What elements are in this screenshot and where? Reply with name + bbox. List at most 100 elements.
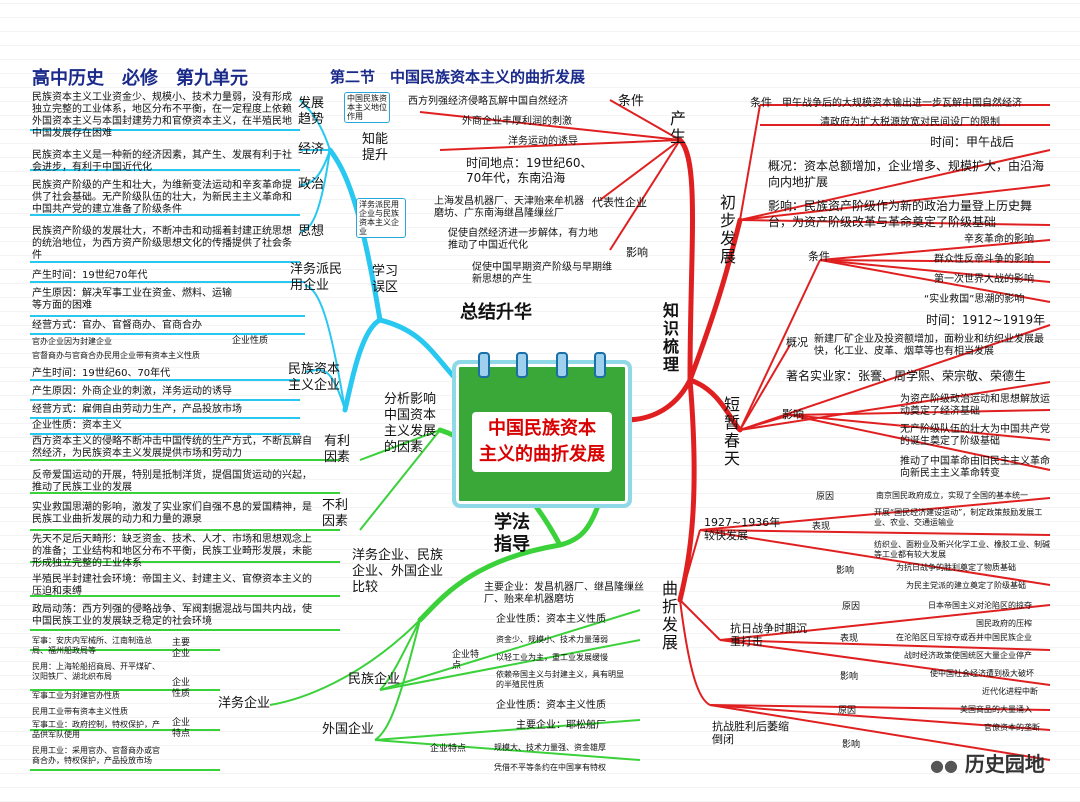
- yangwu-nature-2: 官督商办与官商合办民用企业带有资本主义性质: [32, 351, 200, 360]
- dz-effect-1: 为资产阶级政治运动和思想解放运动奠定了经济基础: [900, 394, 1050, 417]
- dz-condition-4: “实业救国”思潮的影响: [924, 294, 1025, 305]
- branch-method: 学法指导: [494, 512, 530, 555]
- minzu-qiye-node: 民族企业: [348, 672, 401, 687]
- chansheng-tiaojian-label: 条件: [618, 94, 645, 109]
- p1-yuanyin-label: 原因: [816, 492, 835, 502]
- yangwu-zhuyao-label: 主要企业: [172, 638, 191, 659]
- compare-node: 洋务企业、民族企业、外国企业比较: [352, 548, 444, 595]
- quzhe-node: 曲折发展: [659, 580, 678, 652]
- zhineng-node: 知能提升: [362, 132, 389, 163]
- branch-knowledge: 知识梳理: [660, 302, 679, 374]
- p1-yuanyin-text: 南京国民政府成立，实现了全国的基本统一: [876, 491, 1028, 500]
- dz-yingxiang-label: 影响: [782, 408, 804, 421]
- yangwu-label: 洋务派民用企业: [290, 262, 343, 293]
- binder-ring-icon: [516, 352, 528, 378]
- buli-text-3: 先天不足后天畸形：缺乏资金、技术、人才、市场和思想观念上的准备；工业结构和地区分…: [32, 534, 312, 569]
- p2-biaoxian-2: 战时经济政策使国统区大量企业停产: [904, 651, 1032, 660]
- p2-yingxiang-1: 使中国社会经济遭到极大破坏: [930, 669, 1034, 678]
- waiguo-tedian-label: 企业特点: [430, 744, 467, 754]
- buli-text-2: 实业救国思潮的影响，激发了实业家们自强不息的爱国精神，是民族工业曲折发展的动力和…: [32, 502, 312, 525]
- waiguo-main: 主要企业：耶松船厂: [516, 720, 606, 731]
- daibiao-text: 上海发昌机器厂、天津贻来牟机器磨坊、广东南海继昌隆缫丝厂: [434, 196, 584, 219]
- period1-label: 1927~1936年较快发展: [704, 516, 781, 542]
- chubu-condition-1: 甲午战争后的大规模资本输出进一步瓦解中国自然经济: [782, 98, 1022, 109]
- p1-biaoxian-2: 纺织业、面粉业及新兴化学工业、橡胶工业、制碱等工业都有较大发展: [874, 540, 1050, 559]
- duanzan-node: 短暂春天: [721, 396, 740, 468]
- yangwu-qiye-node: 洋务企业: [218, 696, 271, 711]
- section-title: 第二节 中国民族资本主义的曲折发展: [330, 68, 586, 86]
- yangwu-tedian-2: 民用工业：采用官办、官督商办或官商合办，特权保护，产品投放市场: [32, 746, 160, 765]
- position-box: 中国民族资本主义地位作用: [344, 92, 390, 123]
- yangwu-xingzhi-2: 民用工业带有资本主义性质: [32, 707, 128, 716]
- watermark-text: 历史园地: [964, 752, 1045, 776]
- p2-yuanyin-label: 原因: [842, 602, 861, 612]
- chubu-node: 初步发展: [717, 194, 736, 266]
- chansheng-condition-2: 外商企业丰厚利润的刺激: [462, 116, 572, 127]
- dz-people: 著名实业家：张謇、周学熙、荣宗敬、荣德生: [786, 369, 1027, 383]
- chansheng-effect-2: 促使中国早期资产阶级与早期维新思想的产生: [472, 262, 612, 285]
- buli-label: 不利因素: [322, 498, 349, 529]
- minzu-tedian-3: 依赖帝国主义与封建主义，具有明显的半殖民性质: [496, 670, 624, 689]
- p1-yingxiang-1: 为抗日战争的胜利奠定了物质基础: [896, 563, 1016, 572]
- minzu-tedian-2: 以轻工业为主，重工业发展缓慢: [496, 653, 608, 662]
- p1-biaoxian-1: 开展“国民经济建设运动”，制定政策鼓励发展工业、农业、交通运输业: [874, 508, 1043, 527]
- minzu-tedian-1: 资金少、规模小、技术力量薄弱: [496, 635, 608, 644]
- waiguo-nature: 企业性质：资本主义性质: [496, 700, 606, 711]
- dz-effect-3: 推动了中国革命由旧民主主义革命向新民主主义革命转变: [900, 456, 1050, 479]
- minzu-time: 产生时间：19世纪60、70年代: [32, 368, 171, 379]
- yangwu-zhuyao-2: 民用：上海轮船招商局、开平煤矿、汉阳铁厂、湖北织布局: [32, 662, 160, 681]
- p1-biaoxian-label: 表现: [812, 522, 831, 532]
- chubu-tiaojian-label: 条件: [750, 96, 772, 109]
- chubu-time: 时间：甲午战后: [930, 135, 1015, 149]
- central-topic-label: 中国民族资本 主义的曲折发展: [472, 412, 612, 472]
- chansheng-yingxiang-label: 影响: [626, 246, 648, 259]
- row-text-politics: 民族资产阶级的产生和壮大，为维新变法运动和辛亥革命提供了社会基础。无产阶级队伍的…: [32, 180, 292, 215]
- yangwu-nature-1: 官办企业因为封建企业: [32, 337, 112, 346]
- yangwu-tedian-label: 企业特点: [172, 718, 191, 739]
- p1-yingxiang-2: 为民主党派的建立奠定了阶级基础: [906, 581, 1026, 590]
- chansheng-condition-3: 洋务运动的诱导: [508, 136, 578, 147]
- central-topic: 中国民族资本 主义的曲折发展: [452, 352, 632, 508]
- chubu-condition-2: 清政府为扩大税源放宽对民间设厂的限制: [820, 117, 1000, 128]
- watermark-logo: ●● 历史园地: [930, 748, 1045, 777]
- dz-condition-3: 第一次世界大战的影响: [934, 274, 1034, 285]
- minzu-tedian-label: 企业特点: [452, 650, 480, 671]
- binder-ring-icon: [594, 352, 606, 378]
- row-text-economy: 民族资本主义是一种新的经济因素，其产生、发展有利于社会进步，有利于中国近代化: [32, 150, 292, 173]
- dz-gaikuang-label: 概况: [786, 336, 808, 349]
- row-text-thought: 民族资产阶级的发展壮大，不断冲击和动摇着封建正统思想的统治地位，为西方资产阶级思…: [32, 226, 292, 261]
- central-line-2: 主义的曲折发展: [479, 444, 605, 465]
- minzu-nature: 企业性质：资本主义: [32, 420, 122, 431]
- central-line-1: 中国民族资本: [488, 418, 596, 439]
- dz-tiaojian-label: 条件: [808, 250, 830, 263]
- daibiao-label: 代表性企业: [592, 196, 647, 209]
- analysis-node: 分析影响中国资本主义发展的因素: [384, 392, 437, 455]
- waiguo-tedian-1: 规模大、技术力量强、资金雄厚: [494, 743, 606, 752]
- qiye-xingzhi-label: 企业性质: [232, 336, 269, 346]
- dz-condition-2: 群众性反帝斗争的影响: [934, 254, 1034, 265]
- p3-yuanyin-1: 美国商品的大量涌入: [960, 705, 1032, 714]
- dz-effect-2: 无产阶级队伍的壮大为中国共产党的诞生奠定了阶级基础: [900, 424, 1050, 447]
- yangwu-xingzhi-1: 军事工业为封建官办性质: [32, 691, 120, 700]
- minzu-reason: 产生原因：外商企业的刺激，洋务运动的诱导: [32, 386, 232, 397]
- yangwu-time: 产生时间：19世纪70年代: [32, 270, 148, 281]
- buli-text-5: 政局动荡：西方列强的侵略战争、军阀割据混战与国共内战，使中国民族工业的发展缺乏稳…: [32, 604, 312, 627]
- chansheng-node: 产生: [667, 110, 686, 146]
- yangwu-tedian-1: 军事工业：政府控制，特权保护，产品供军队使用: [32, 720, 160, 739]
- youli-text: 西方资本主义的侵略不断冲击中国传统的生产方式，不断瓦解自然经济，为民族资本主义发…: [32, 436, 312, 459]
- yangwu-xingzhi-label: 企业性质: [172, 678, 191, 699]
- binder-ring-icon: [478, 352, 490, 378]
- minzu-label: 民族资本主义企业: [288, 362, 341, 393]
- yangwu-zhuyao-1: 军事：安庆内军械所、江南制造总局、福州船政局等: [32, 636, 152, 655]
- p2-yuanyin-2: 国民政府的压榨: [976, 619, 1032, 628]
- page-title: 高中历史 必修 第九单元: [32, 68, 248, 89]
- yangwu-mode: 经营方式：官办、官督商办、官商合办: [32, 320, 202, 331]
- xuexi-node: 学习误区: [372, 264, 399, 295]
- row-label-economy: 经济: [298, 142, 325, 157]
- p3-yingxiang-label: 影响: [842, 740, 861, 750]
- dz-time: 时间：1912~1919年: [926, 313, 1046, 327]
- dz-condition-1: 辛亥革命的影响: [964, 234, 1034, 245]
- p2-biaoxian-label: 表现: [840, 634, 859, 644]
